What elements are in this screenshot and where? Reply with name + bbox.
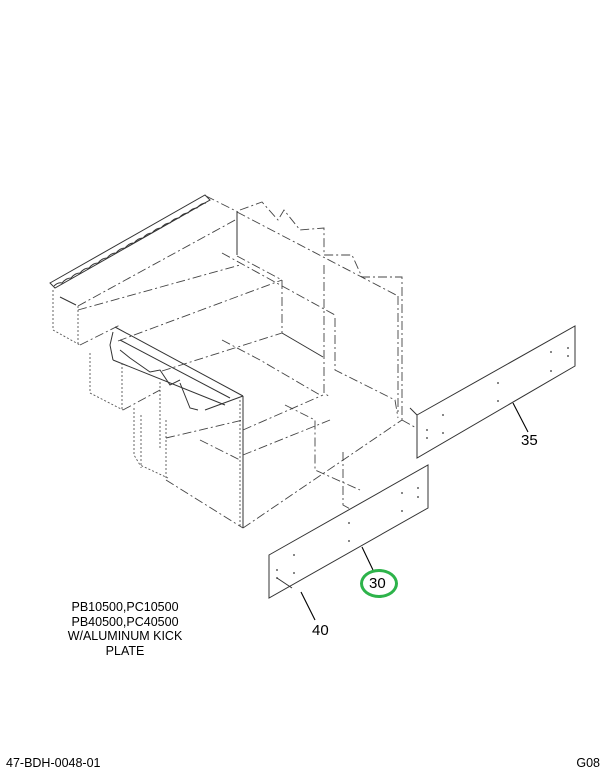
middle-step bbox=[117, 252, 336, 396]
top-hinge-rail bbox=[49, 194, 211, 306]
sheet-code: G08 bbox=[576, 756, 600, 770]
cab-outline bbox=[239, 201, 421, 431]
leader-35 bbox=[512, 402, 529, 433]
note-line: PB10500,PC10500 bbox=[71, 600, 179, 614]
callout-30[interactable]: 30 bbox=[369, 575, 386, 592]
callout-40[interactable]: 40 bbox=[312, 622, 329, 639]
kick-plate-30 bbox=[268, 464, 429, 599]
note-line: PLATE bbox=[105, 643, 145, 658]
note-line: W/ALUMINUM KICK bbox=[67, 629, 183, 644]
middle-box bbox=[89, 326, 244, 450]
note-line: PB40500,PC40500 bbox=[71, 614, 179, 629]
callout-30-highlight-ring bbox=[360, 569, 398, 598]
callout-35[interactable]: 35 bbox=[521, 432, 538, 449]
lower-box bbox=[133, 394, 403, 529]
leader-40 bbox=[300, 591, 316, 621]
kick-plate-35 bbox=[409, 325, 576, 459]
leader-30 bbox=[361, 546, 374, 571]
fastener-40-line bbox=[276, 577, 293, 589]
applicability-note: PB10500,PC10500 PB40500,PC40500 W/ALUMIN… bbox=[52, 600, 198, 658]
upper-step bbox=[52, 195, 399, 346]
drawing-number: 47-BDH-0048-01 bbox=[6, 756, 101, 770]
